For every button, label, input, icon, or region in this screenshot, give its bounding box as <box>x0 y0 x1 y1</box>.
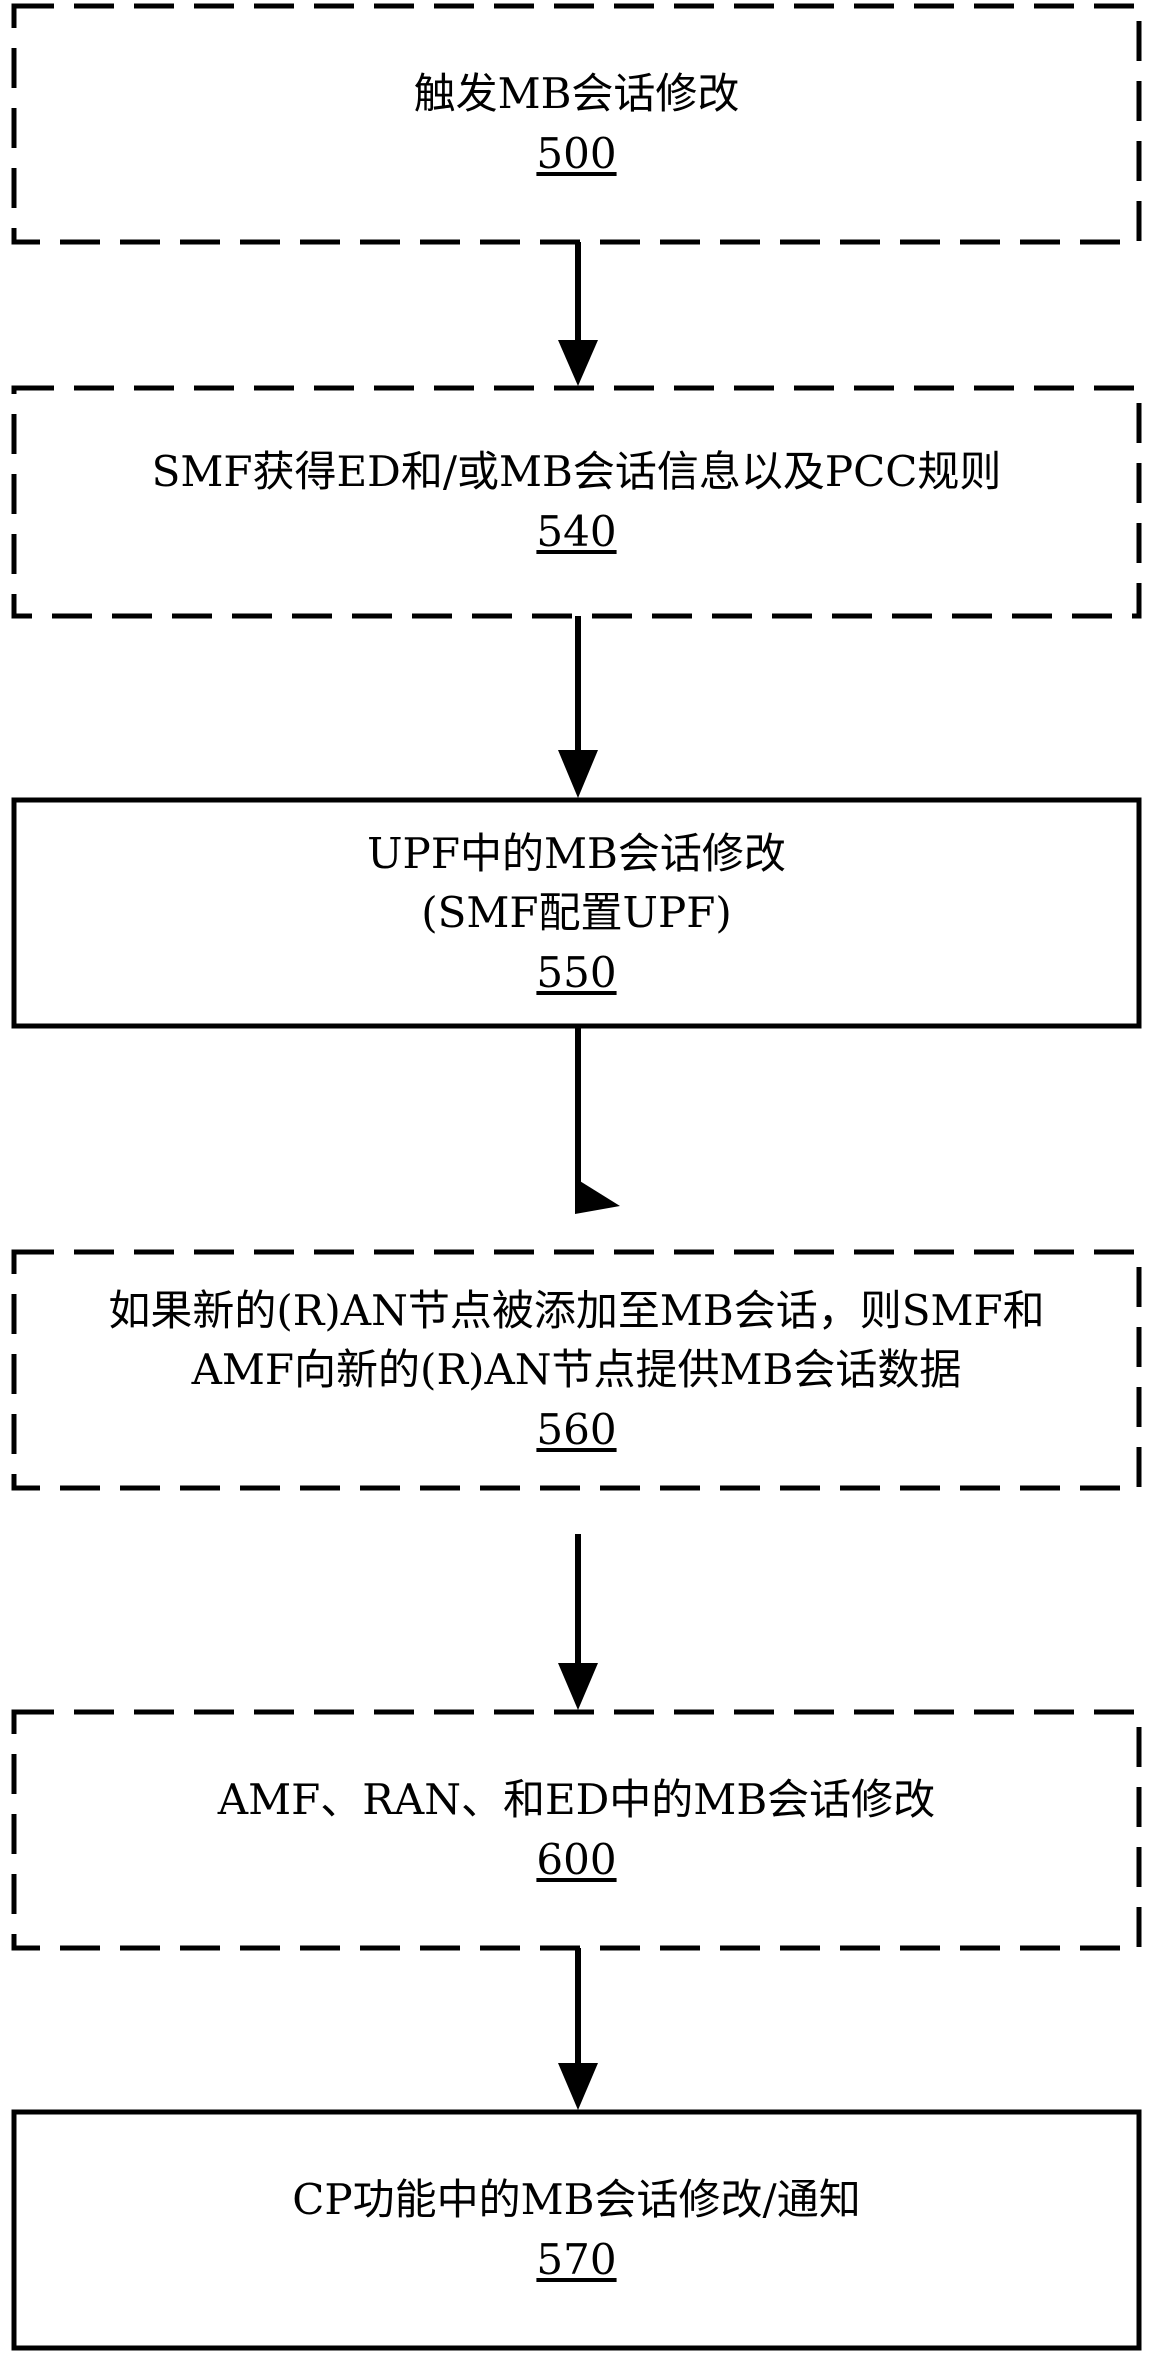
step-540-box <box>11 385 1142 619</box>
arrow-500-540 <box>558 242 598 386</box>
step-560-label-line2: AMF向新的(R)AN节点提供MB会话数据 <box>191 1345 962 1395</box>
step-540-number: 540 <box>536 507 617 556</box>
step-560-number: 560 <box>536 1404 617 1454</box>
step-570-box <box>11 2109 1142 2351</box>
step-560-box <box>11 1249 1142 1491</box>
step-500-label: 触发MB会话修改 <box>413 69 740 119</box>
step-600-label: AMF、RAN、和ED中的MB会话修改 <box>217 1775 936 1825</box>
arrow-600-570 <box>558 1948 598 2110</box>
step-570-label: CP功能中的MB会话修改/通知 <box>292 2175 861 2225</box>
step-550-label: UPF中的MB会话修改 <box>367 828 786 878</box>
step-500: 触发MB会话修改 500 <box>14 6 1139 242</box>
step-560-label: 如果新的(R)AN节点被添加至MB会话，则SMF和 <box>108 1285 1045 1335</box>
step-570: CP功能中的MB会话修改/通知 570 <box>14 2112 1139 2348</box>
step-570-number: 570 <box>536 2235 617 2284</box>
step-600: AMF、RAN、和ED中的MB会话修改 600 <box>14 1712 1139 1948</box>
step-540-label: SMF获得ED和/或MB会话信息以及PCC规则 <box>151 447 1002 497</box>
step-560: 如果新的(R)AN节点被添加至MB会话，则SMF和 AMF向新的(R)AN节点提… <box>14 1252 1139 1488</box>
step-540: SMF获得ED和/或MB会话信息以及PCC规则 540 <box>14 388 1139 616</box>
step-550: UPF中的MB会话修改 (SMF配置UPF) 550 <box>14 800 1139 1026</box>
step-500-number: 500 <box>536 129 617 178</box>
arrow-540-550 <box>558 616 598 798</box>
arrow-550-560 <box>575 1026 620 1214</box>
step-600-number: 600 <box>536 1835 617 1884</box>
arrow-560-600 <box>558 1534 598 1710</box>
step-550-number: 550 <box>536 947 617 997</box>
step-550-sublabel: (SMF配置UPF) <box>421 888 732 938</box>
